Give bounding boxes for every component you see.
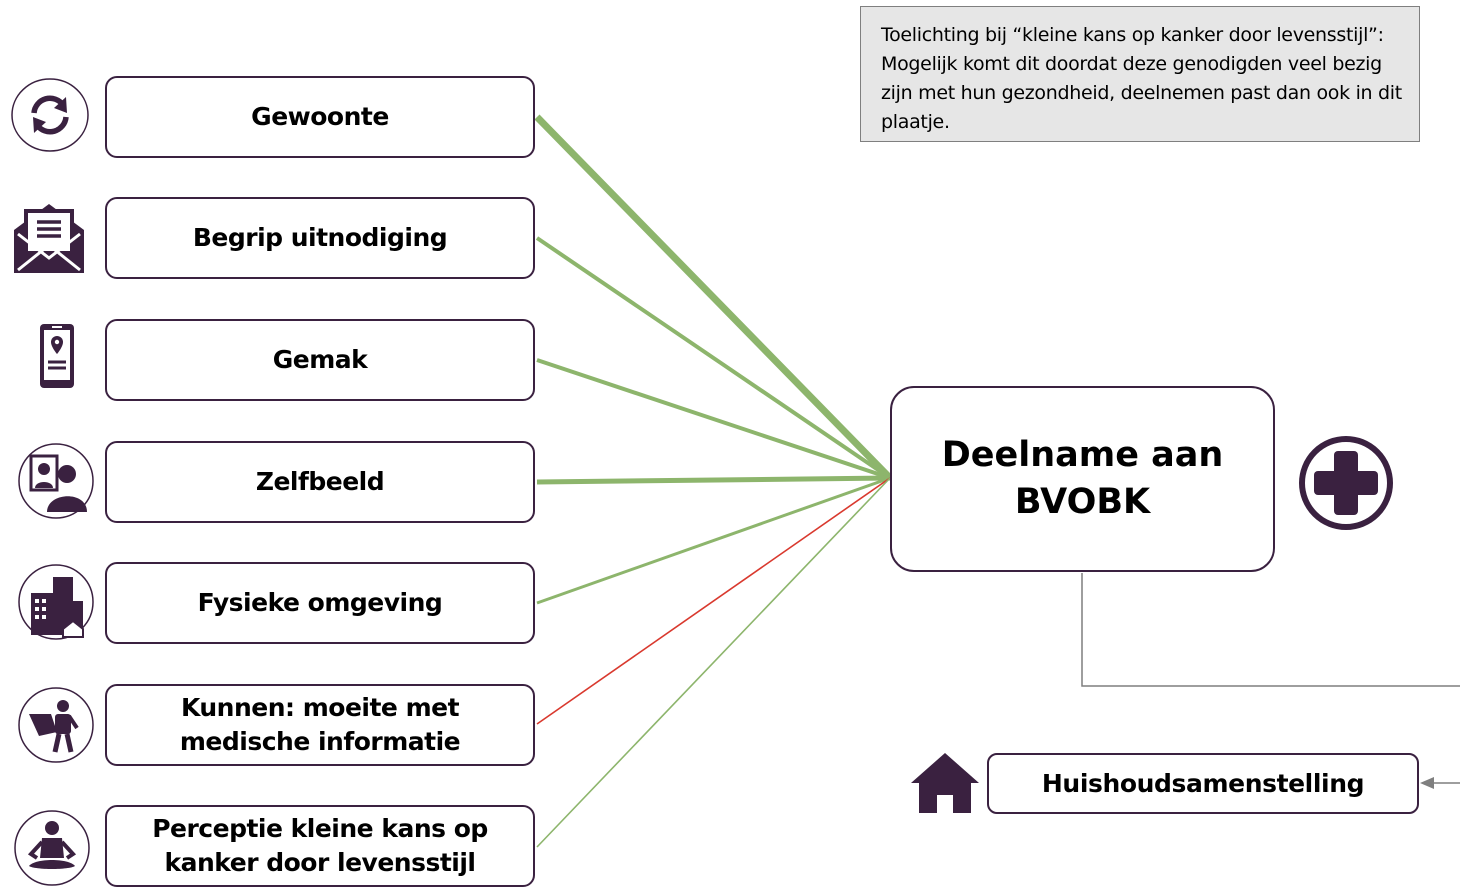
factor-gewoonte: Gewoonte	[105, 76, 535, 158]
link-gemak	[536, 358, 891, 480]
factor-label: Gemak	[272, 345, 368, 374]
smartphone-location-icon	[38, 322, 76, 394]
envelope-letter-icon	[13, 200, 85, 278]
link-kunnen	[536, 477, 891, 725]
refresh-cycle-icon	[10, 77, 90, 157]
factor-label: Gewoonte	[251, 102, 389, 131]
factor-zelfbeeld: Zelfbeeld	[105, 441, 535, 523]
city-buildings-icon	[17, 563, 95, 645]
household-label: Huishoudsamenstelling	[1041, 769, 1365, 798]
superhero-icon	[17, 686, 95, 768]
factor-perceptie: Perceptie kleine kans op kanker door lev…	[105, 805, 535, 887]
factor-kunnen: Kunnen: moeite met medische informatie	[105, 684, 535, 766]
explanation-note: Toelichting bij “kleine kans op kanker d…	[860, 6, 1420, 142]
house-icon	[909, 751, 981, 819]
person-mirror-icon	[17, 442, 95, 524]
meditation-icon	[13, 808, 91, 890]
link-zelfbeeld	[536, 475, 891, 485]
factor-label: Perceptie kleine kans op kanker door lev…	[152, 814, 488, 877]
plus-circle-icon	[1296, 433, 1396, 537]
link-perceptie	[536, 477, 891, 848]
factor-label: Kunnen: moeite met medische informatie	[179, 693, 461, 756]
link-outcome-household	[1081, 573, 1460, 687]
household-box: Huishoudsamenstelling	[987, 753, 1419, 814]
link-gewoonte	[534, 114, 893, 481]
factor-fysieke-omgeving: Fysieke omgeving	[105, 562, 535, 644]
factor-label: Fysieke omgeving	[197, 588, 443, 617]
note-text: Toelichting bij “kleine kans op kanker d…	[881, 24, 1402, 133]
household-arrowhead	[1420, 777, 1434, 789]
link-begrip-uitnodiging	[535, 236, 892, 480]
factor-label: Zelfbeeld	[255, 467, 385, 496]
factor-begrip-uitnodiging: Begrip uitnodiging	[105, 197, 535, 279]
outcome-box: Deelname aan BVOBK	[890, 386, 1275, 572]
link-fysieke-omgeving	[536, 476, 891, 605]
outcome-label: Deelname aan BVOBK	[941, 435, 1224, 522]
factor-label: Begrip uitnodiging	[192, 223, 448, 252]
factor-gemak: Gemak	[105, 319, 535, 401]
